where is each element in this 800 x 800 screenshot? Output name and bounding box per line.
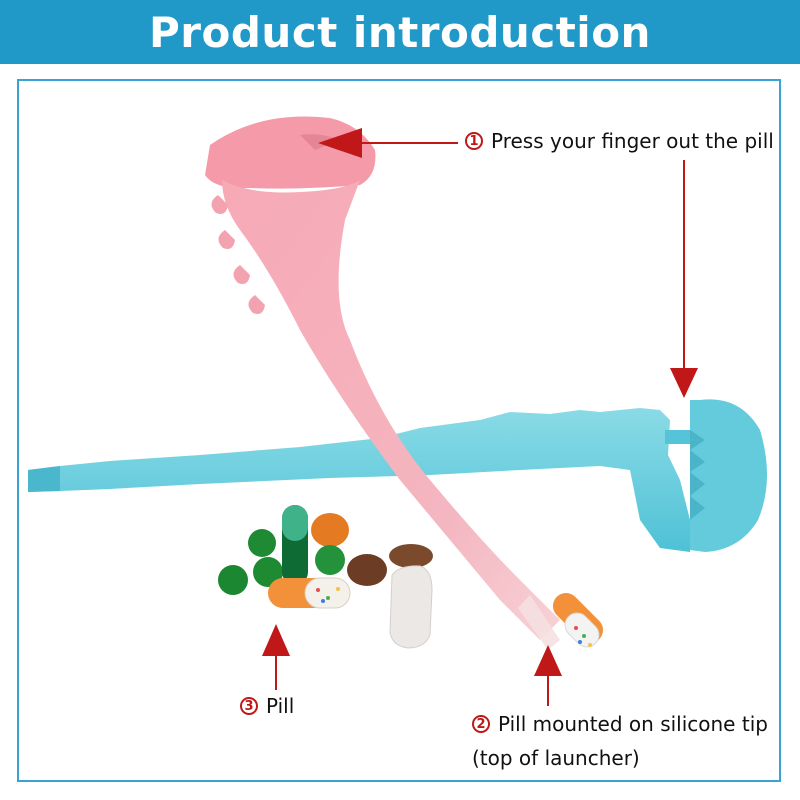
callout-3-text: Pill (266, 694, 295, 718)
image-frame (17, 79, 781, 782)
callout-3: 3 Pill (240, 694, 294, 718)
blue-launcher (28, 399, 768, 552)
pill-pile (218, 505, 433, 649)
callout-2-text: Pill mounted on silicone tip (498, 712, 768, 736)
circled-number-icon: 3 (240, 697, 258, 715)
circled-number-icon: 2 (472, 715, 490, 733)
red-arrow-icon (318, 128, 458, 158)
red-arrow-icon (262, 624, 290, 690)
callout-1: 1 Press your finger out the pill (465, 129, 774, 153)
callout-1-text: Press your finger out the pill (491, 129, 774, 153)
callout-2: 2 Pill mounted on silicone tip (472, 712, 768, 736)
red-arrow-icon (534, 645, 562, 706)
circled-number-icon: 1 (465, 132, 483, 150)
header-banner: Product introduction (0, 0, 800, 64)
page-title: Product introduction (149, 7, 651, 57)
tip-pill (552, 592, 604, 648)
red-arrow-icon (670, 160, 698, 398)
pink-launcher (205, 116, 560, 650)
callout-2-continuation: (top of launcher) (472, 746, 640, 770)
